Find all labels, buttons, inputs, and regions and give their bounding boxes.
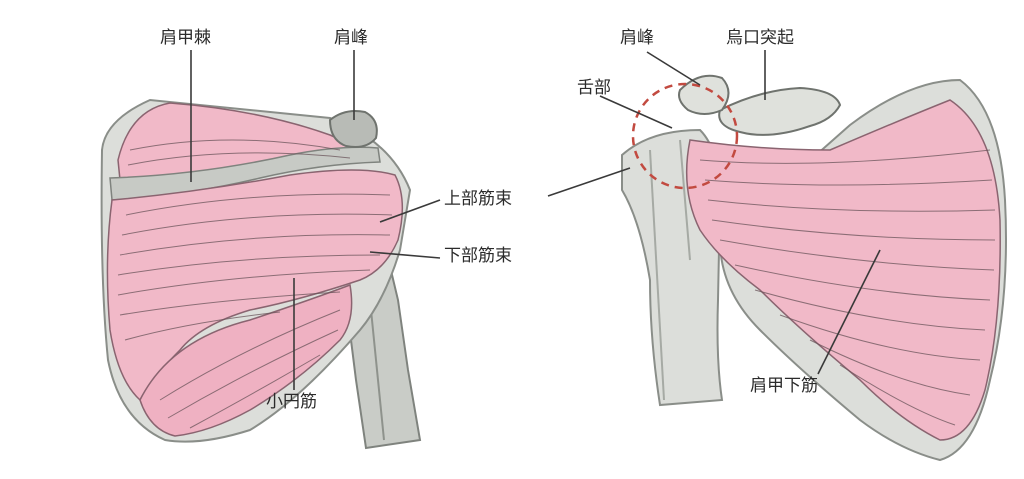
right-coracoid <box>718 86 842 136</box>
anterior-view <box>547 50 1007 462</box>
label-teres-minor: 小円筋 <box>266 392 317 412</box>
left-teres-minor <box>139 283 353 437</box>
label-upper-bundle: 上部筋束 <box>444 189 512 209</box>
label-tongue: 舌部 <box>577 78 611 98</box>
label-subscapularis: 肩甲下筋 <box>750 376 818 396</box>
label-left-scapular-spine: 肩甲棘 <box>160 28 211 48</box>
label-left-acromion: 肩峰 <box>334 28 368 48</box>
label-right-acromion: 肩峰 <box>620 28 654 48</box>
tongue-highlight-circle <box>631 82 739 190</box>
right-subscapularis <box>685 99 1001 441</box>
left-infraspinatus <box>106 169 404 402</box>
right-acromion <box>678 74 730 115</box>
posterior-view <box>100 50 441 450</box>
label-coracoid-process: 烏口突起 <box>726 28 794 48</box>
label-lower-bundle: 下部筋束 <box>444 246 512 266</box>
